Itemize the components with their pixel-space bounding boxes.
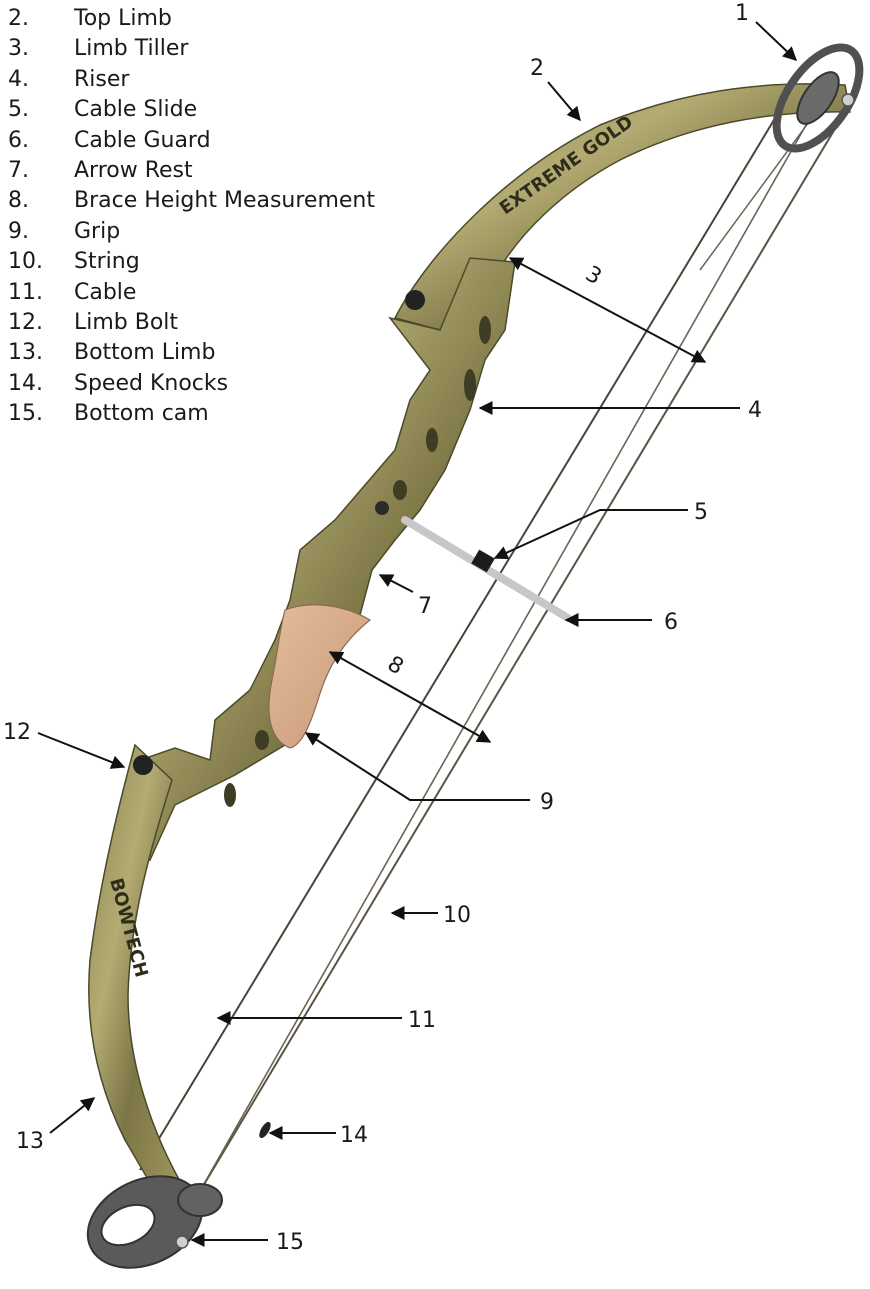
grip <box>269 605 370 748</box>
leader-9 <box>306 733 530 800</box>
callout-3: 3 <box>581 262 606 291</box>
top-limb-brand-text: EXTREME GOLD <box>496 112 637 220</box>
bottom-limb-bolt <box>133 755 153 775</box>
callout-15: 15 <box>276 1230 304 1255</box>
callout-5: 5 <box>694 500 708 525</box>
top-limb-bolt <box>405 290 425 310</box>
callout-2: 2 <box>530 56 544 81</box>
callout-10: 10 <box>443 903 471 928</box>
bow-body: EXTREME GOLD BOWTECH <box>89 84 850 1200</box>
callout-8: 8 <box>383 652 408 681</box>
speed-knock <box>257 1120 273 1140</box>
leader-13 <box>50 1098 94 1133</box>
riser-cutout <box>224 783 236 807</box>
riser <box>130 258 515 860</box>
callout-9: 9 <box>540 790 554 815</box>
leader-2 <box>548 82 580 120</box>
callout-6: 6 <box>664 610 678 635</box>
leader-3 <box>510 258 705 362</box>
riser-screw <box>375 501 389 515</box>
riser-cutout <box>464 369 476 401</box>
riser-cutout <box>479 316 491 344</box>
riser-cutout <box>255 730 269 750</box>
bottom-cam <box>73 1159 222 1286</box>
callout-12: 12 <box>3 720 31 745</box>
leader-1 <box>756 22 796 60</box>
leader-12 <box>38 733 124 767</box>
riser-cutout <box>426 428 438 452</box>
callout-14: 14 <box>340 1123 368 1148</box>
leader-8 <box>330 652 490 742</box>
callout-11: 11 <box>408 1008 436 1033</box>
callout-1: 1 <box>735 1 749 26</box>
callout-13: 13 <box>16 1129 44 1154</box>
callout-leaders <box>38 22 796 1240</box>
callout-4: 4 <box>748 398 762 423</box>
callout-7: 7 <box>418 594 432 619</box>
leader-7 <box>380 575 413 592</box>
riser-cutout <box>393 480 407 500</box>
